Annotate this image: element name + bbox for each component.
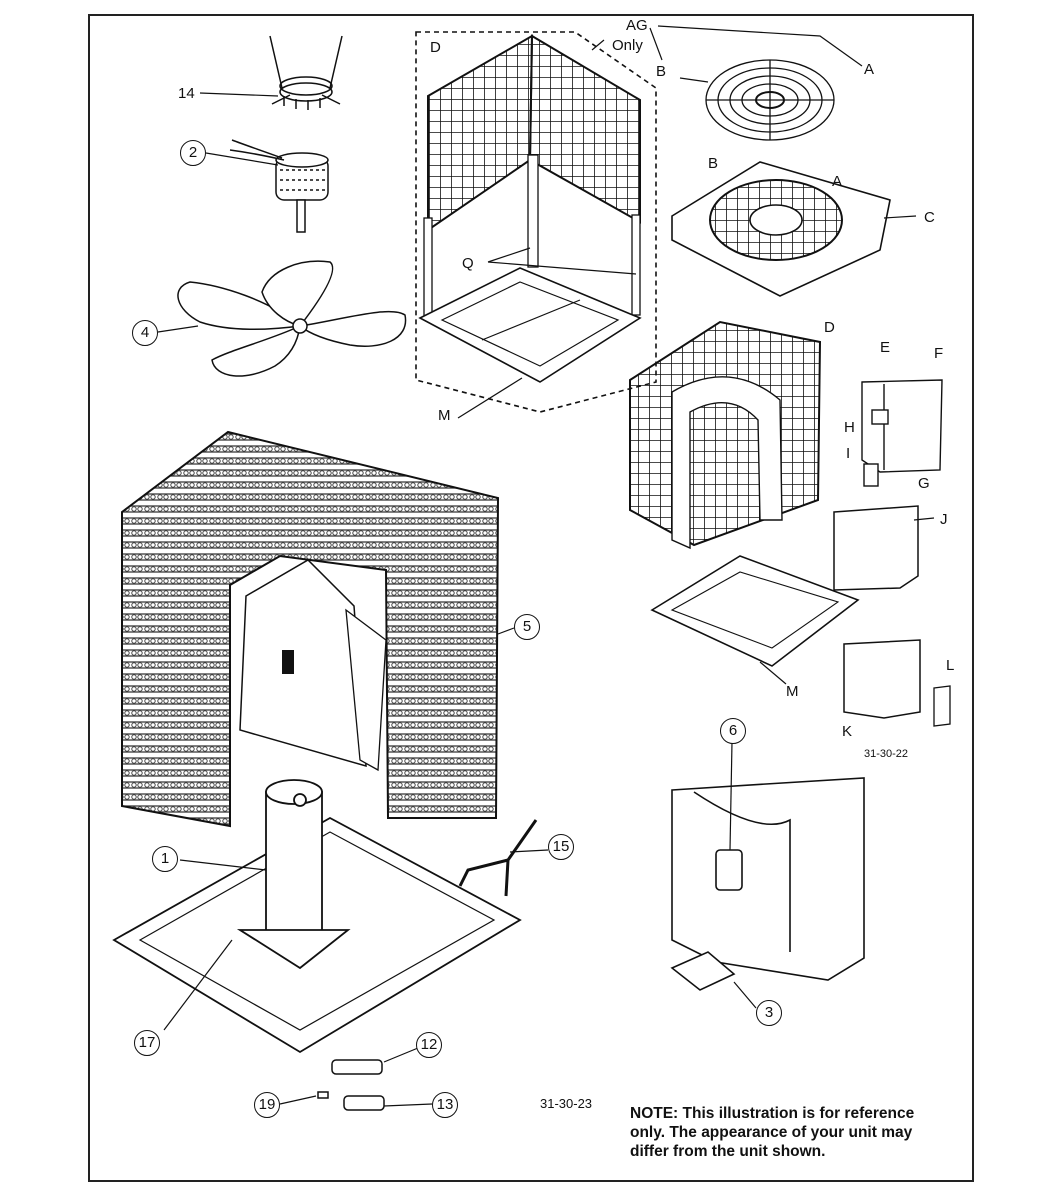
label-ag: AG xyxy=(626,17,648,34)
drawing-frame xyxy=(88,14,974,1182)
control-box xyxy=(861,379,943,487)
callout-6: 6 xyxy=(720,718,746,744)
label-part-14: 14 xyxy=(178,85,195,102)
label-d-right: D xyxy=(824,319,835,336)
callout-1: 1 xyxy=(152,846,178,872)
label-h: H xyxy=(844,419,855,436)
label-q: Q xyxy=(462,255,474,272)
callout-17: 17 xyxy=(134,1030,160,1056)
label-g: G xyxy=(918,475,930,492)
ag-grille-assembly xyxy=(415,31,657,413)
fan-guard-top xyxy=(705,59,835,141)
base-pan-right xyxy=(650,555,860,667)
label-l: L xyxy=(946,657,955,674)
callout-12: 12 xyxy=(416,1032,442,1058)
figure-code-lower: 31-30-23 xyxy=(540,1096,593,1111)
label-k: K xyxy=(842,723,853,740)
base-pan-compressor xyxy=(112,779,522,1054)
label-m-top: M xyxy=(438,407,451,424)
label-e: E xyxy=(880,339,891,356)
callout-19: 19 xyxy=(254,1092,280,1118)
capacitor-enclosure xyxy=(670,777,865,991)
reference-note: NOTE: This illustration is for reference… xyxy=(630,1105,915,1160)
access-panel xyxy=(833,505,919,591)
bracket-plate xyxy=(933,685,951,727)
label-a-top: A xyxy=(864,61,875,78)
label-m-right: M xyxy=(786,683,799,700)
refrigerant-tubing xyxy=(458,819,538,897)
fan-motor xyxy=(229,139,329,233)
fan-blade xyxy=(177,260,407,377)
label-b-mid: B xyxy=(708,155,719,172)
service-valves xyxy=(317,1059,385,1111)
callout-5: 5 xyxy=(514,614,540,640)
label-ag-only: Only xyxy=(612,37,643,54)
label-c: C xyxy=(924,209,935,226)
label-f: F xyxy=(934,345,944,362)
top-panel xyxy=(671,161,891,297)
corner-panel xyxy=(843,639,921,719)
label-a-mid: A xyxy=(832,173,843,190)
callout-13: 13 xyxy=(432,1092,458,1118)
motor-mount-bracket xyxy=(269,35,343,110)
label-j: J xyxy=(940,511,948,528)
callout-4: 4 xyxy=(132,320,158,346)
label-i: I xyxy=(846,445,851,462)
callout-15: 15 xyxy=(548,834,574,860)
label-d-top: D xyxy=(430,39,441,56)
figure-code-upper: 31-30-22 xyxy=(864,748,909,760)
callout-2: 2 xyxy=(180,140,206,166)
label-b-top: B xyxy=(656,63,667,80)
callout-3: 3 xyxy=(756,1000,782,1026)
condenser-coil xyxy=(121,430,500,828)
wire-grille-right xyxy=(629,320,822,550)
